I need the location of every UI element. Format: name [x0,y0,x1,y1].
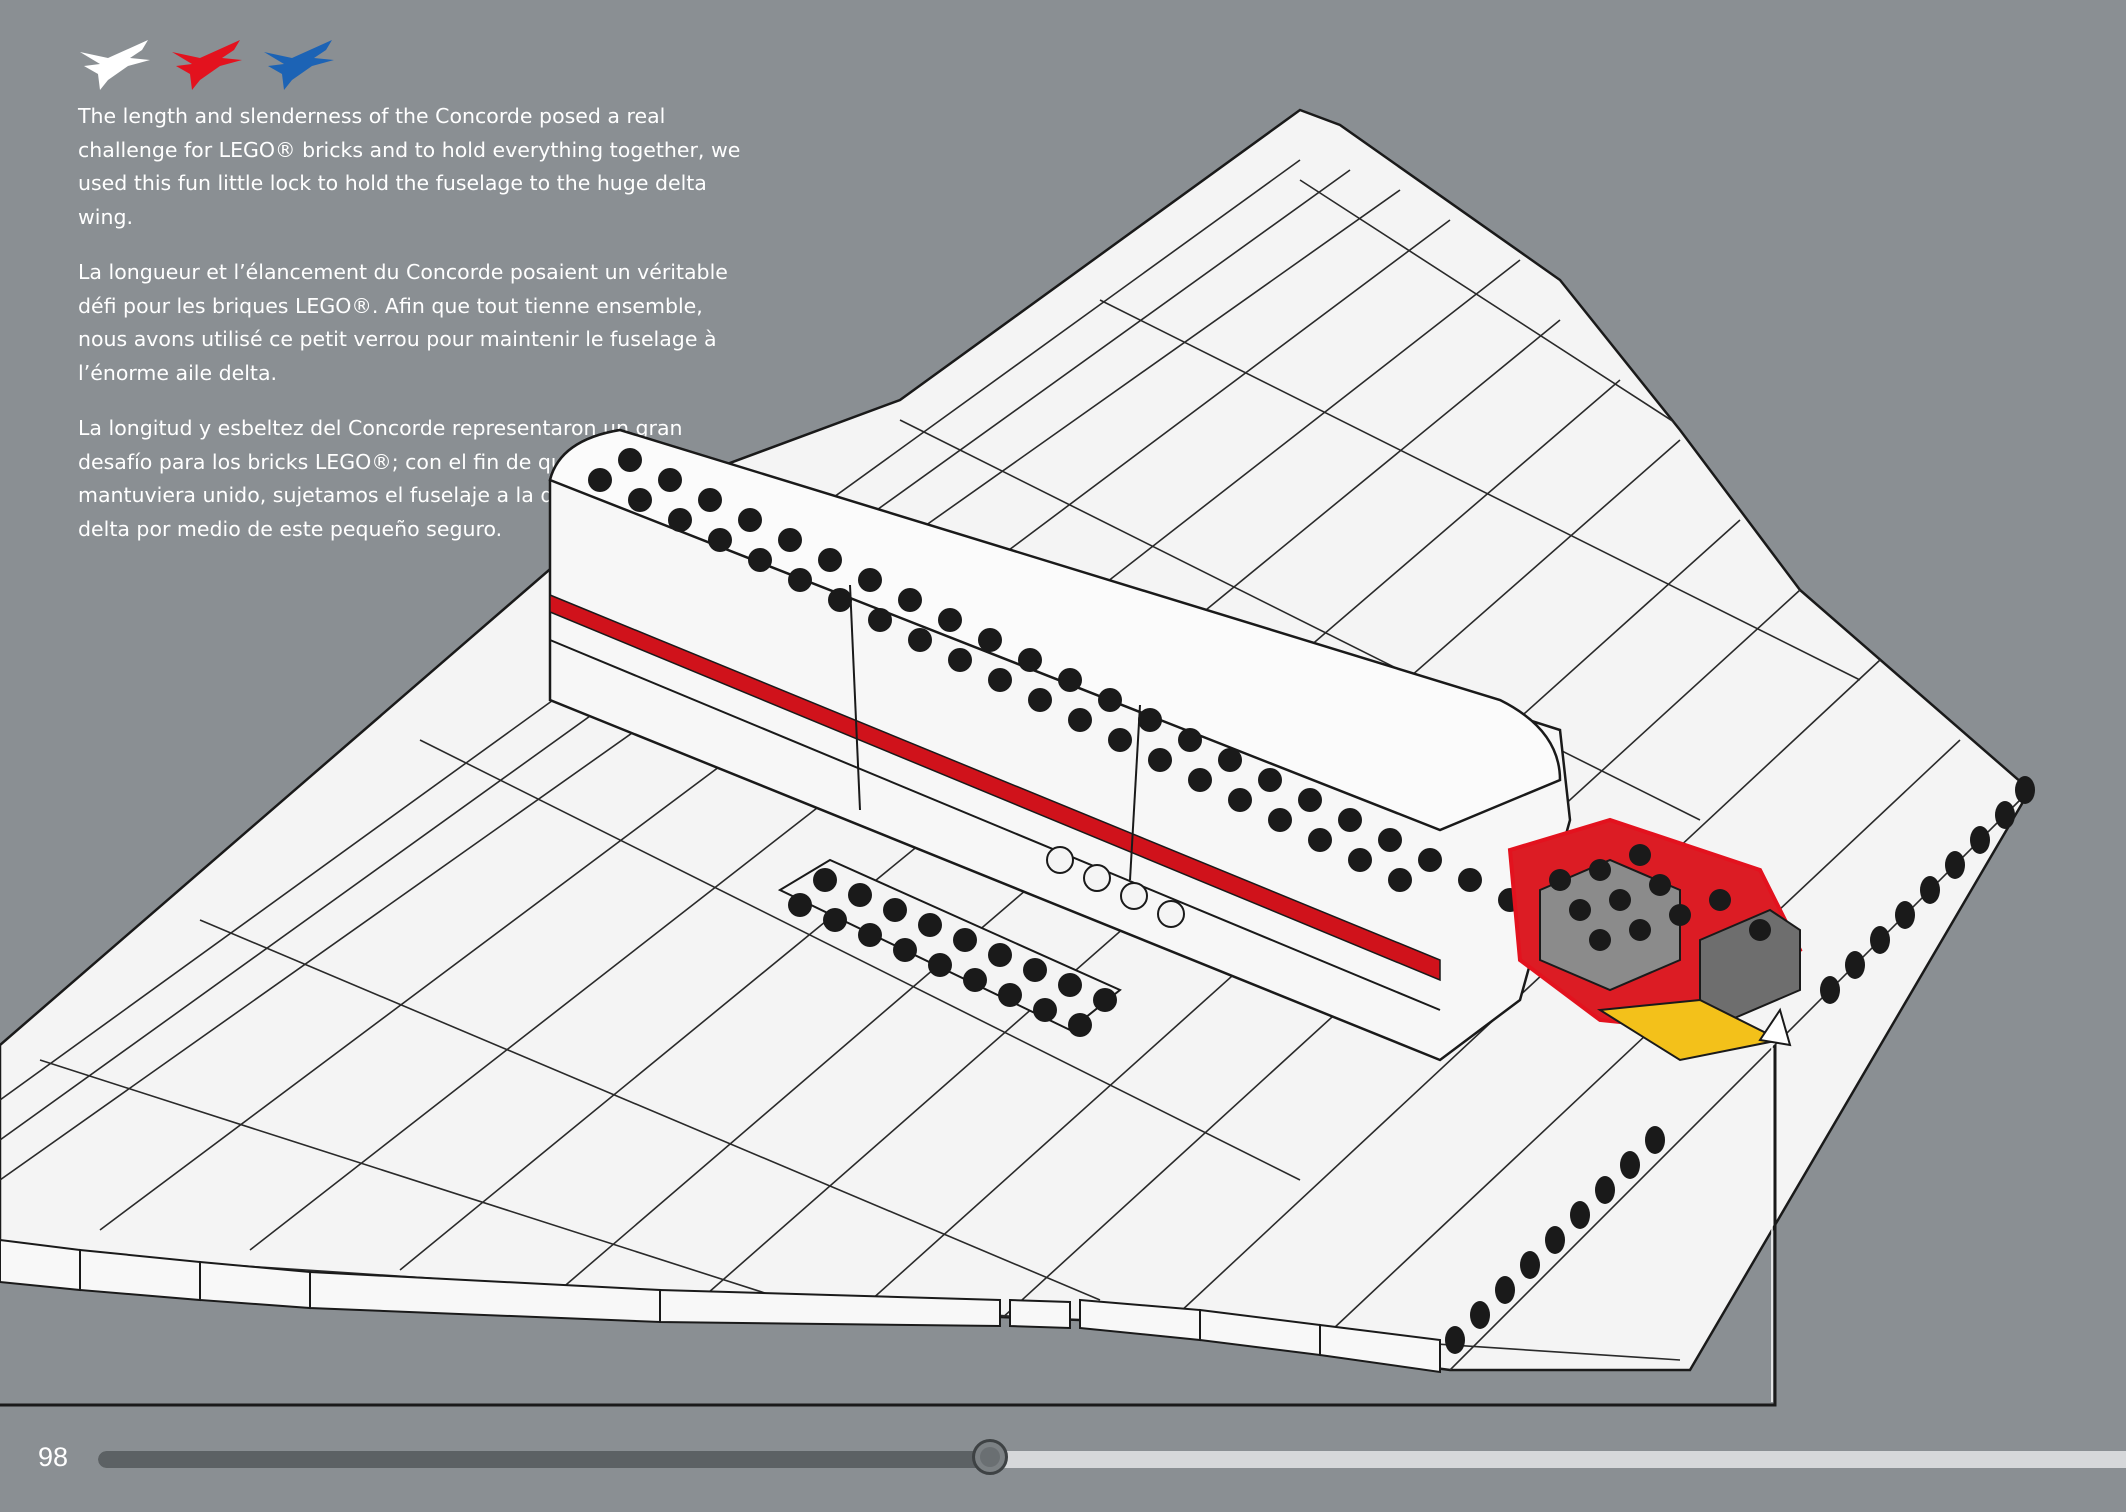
slider-thumb[interactable] [972,1439,1009,1475]
concorde-icons [78,34,338,90]
fuselage [548,428,1572,1062]
page-progress-slider[interactable] [98,1439,2126,1475]
description-block: The length and slenderness of the Concor… [78,100,758,568]
spanish-description: La longitud y esbeltez del Concorde repr… [78,416,735,541]
red-concorde-icon [172,40,242,90]
white-concorde-icon [80,40,150,90]
english-description: The length and slenderness of the Concor… [78,104,741,229]
french-description: La longueur et l’élancement du Concorde … [78,260,728,385]
page-number: 98 [38,1442,69,1472]
blue-concorde-icon [264,40,334,90]
progress-fill [98,1451,991,1468]
fuselage-lock-detail [0,817,1803,1407]
wing-stud-plate [777,858,1122,1037]
